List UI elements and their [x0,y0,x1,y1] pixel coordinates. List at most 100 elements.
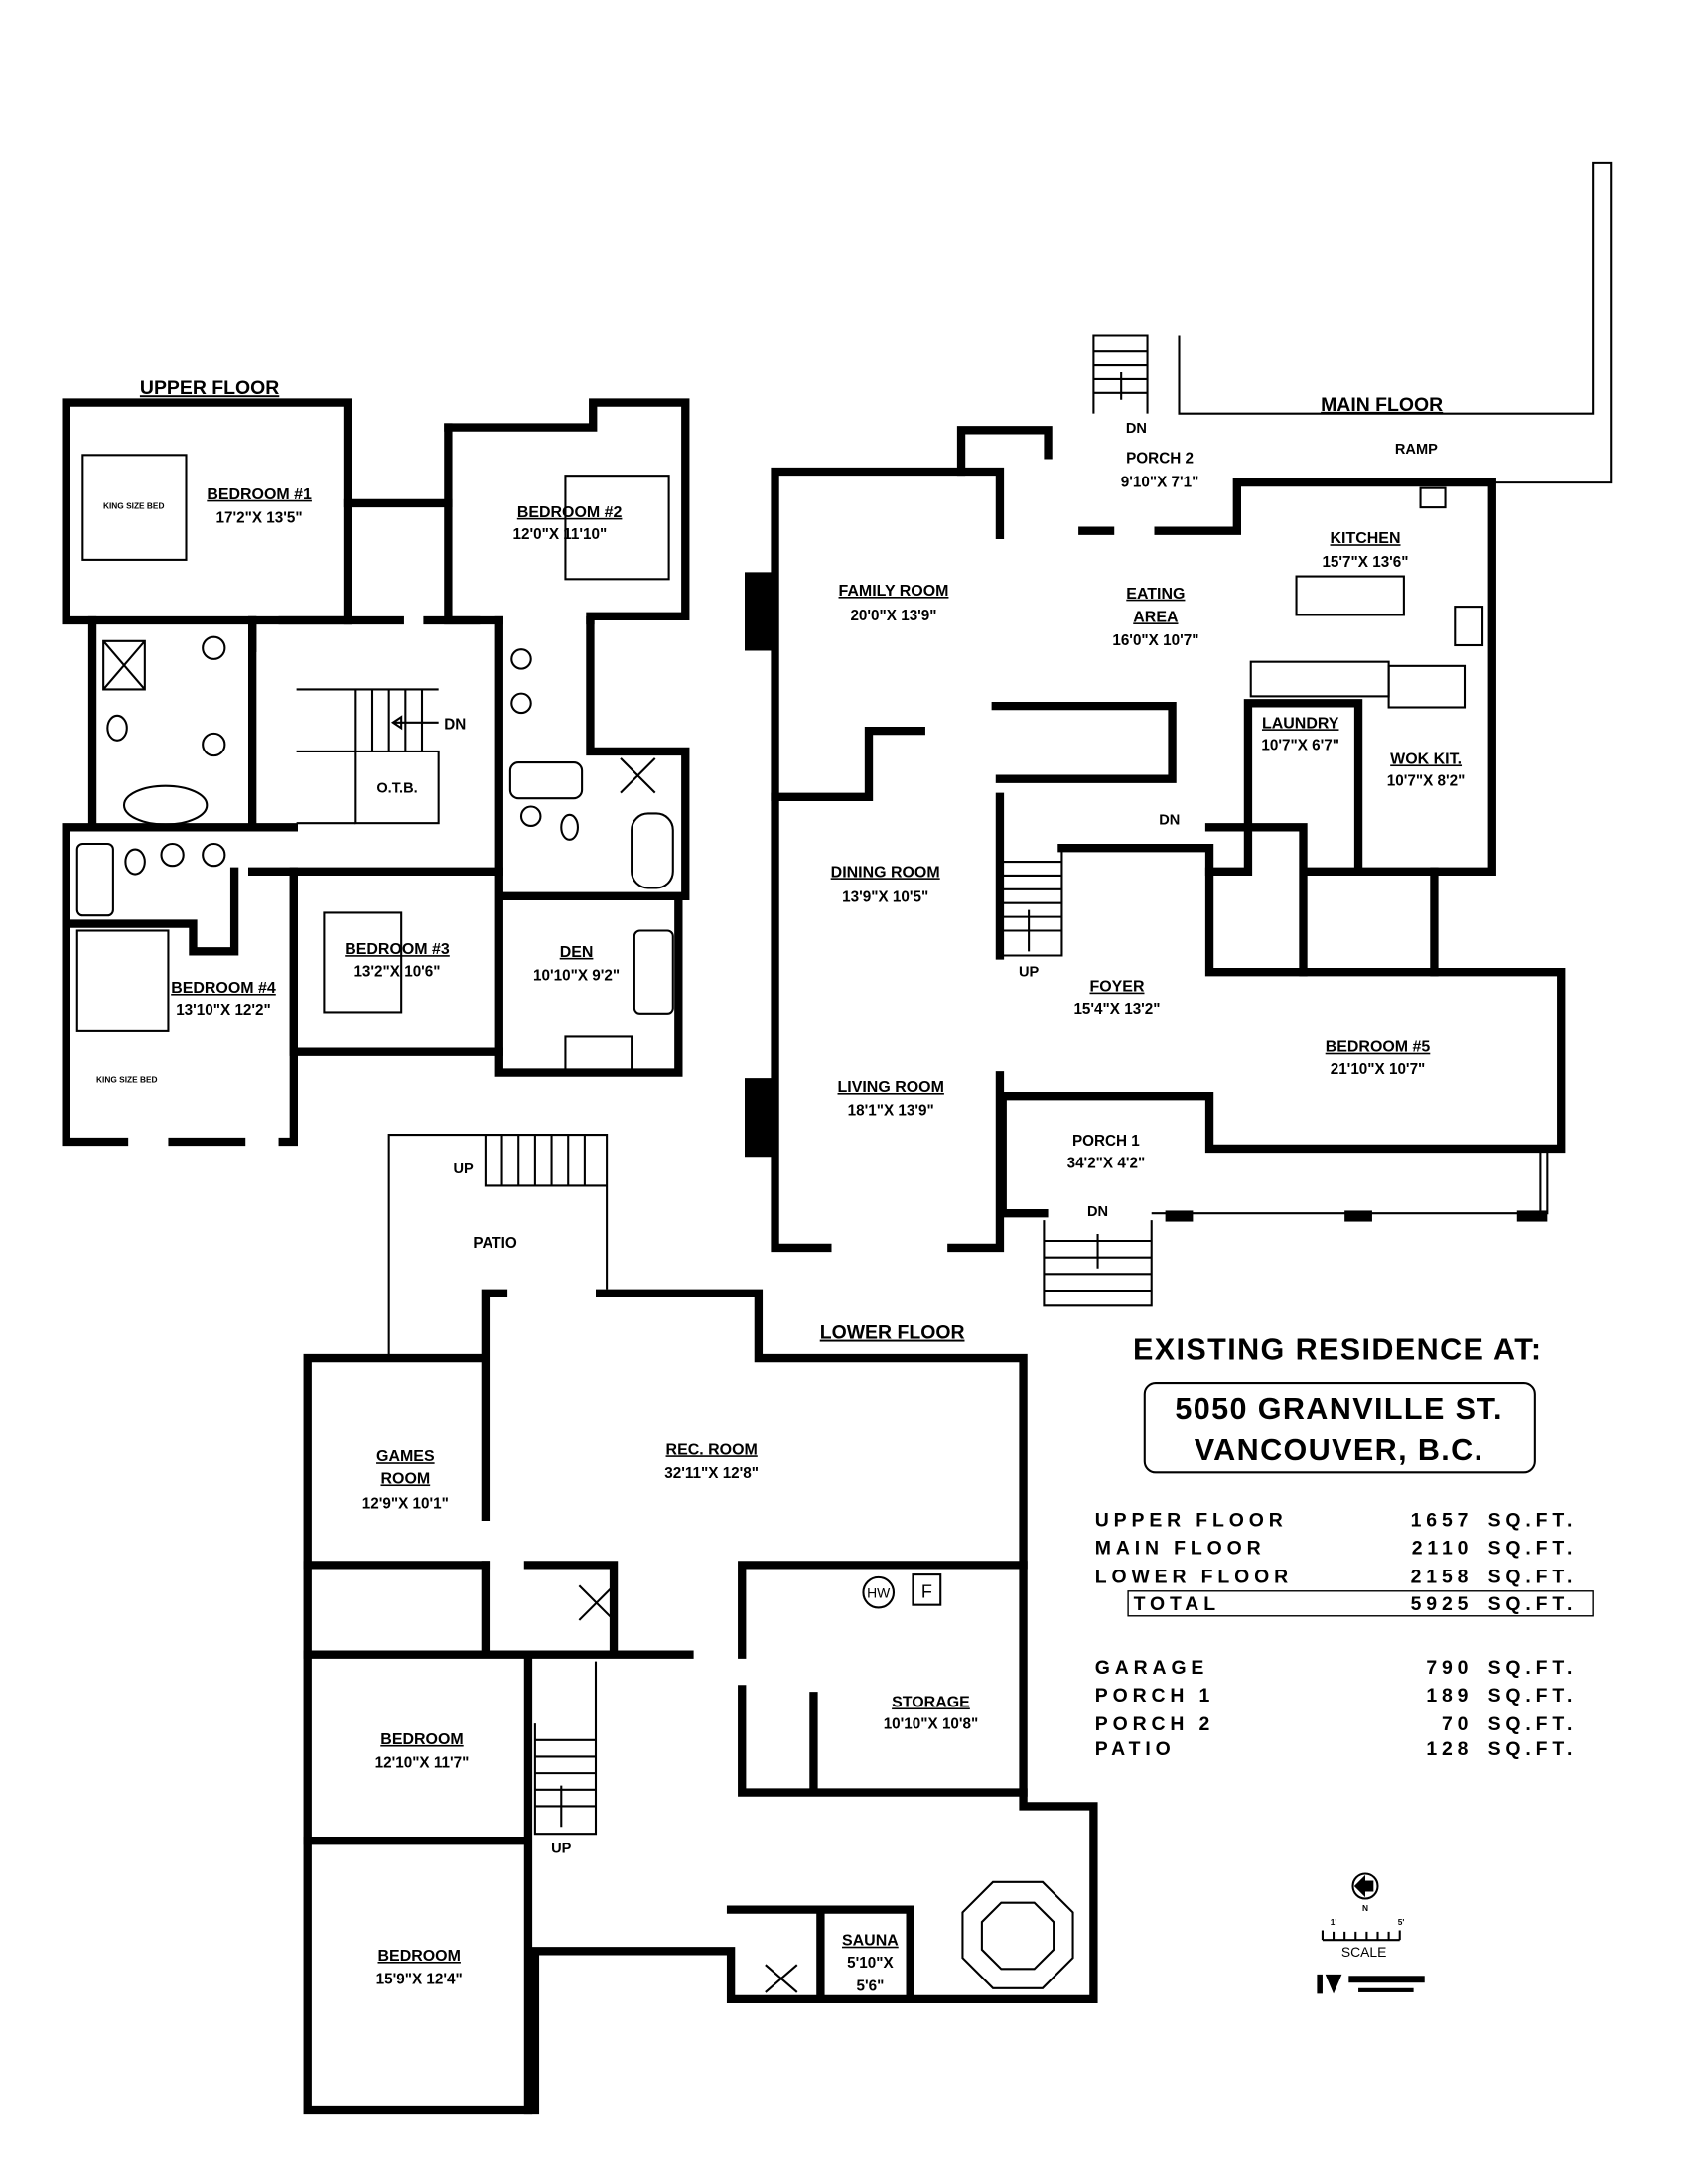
room-name: FOYER [1089,979,1144,996]
bathtub-icon [508,761,584,800]
room-dimensions: 12'9"X 10'1" [362,1495,449,1512]
area-unit: SQ.FT. [1488,1566,1578,1587]
room-dimensions: 13'10"X 12'2" [176,1002,271,1019]
room-name: BEDROOM #5 [1326,1039,1431,1056]
room-dimensions: 10'10"X 10'8" [884,1716,979,1733]
address-line-1: 5050 GRANVILLE ST. [1175,1392,1503,1426]
room-name: BEDROOM #1 [207,486,312,503]
bed-2 [564,475,670,581]
area-label: PATIO [1095,1738,1176,1760]
shower-icon [102,639,656,794]
toilet-icon [106,714,128,742]
sofa [633,929,674,1015]
area-value: 189 [1426,1685,1473,1706]
room-dimensions: 12'0"X 11'10" [513,526,608,543]
room-name: LIVING ROOM [838,1079,944,1096]
room-name: PORCH 2 [1126,451,1194,468]
patio-label: PATIO [473,1235,517,1252]
area-value: 2110 [1412,1537,1474,1559]
room-name: REC. ROOM [666,1441,758,1458]
info-block: EXISTING RESIDENCE AT: 5050 GRANVILLE ST… [1095,1332,1594,1994]
room-name: GAMES [376,1448,435,1465]
scale-start: 1' [1331,1917,1337,1927]
upper-floor-plan: UPPER FLOOR [62,377,690,1147]
main-floor-walls [745,161,1613,1307]
stair-dn-label: DN [1159,813,1180,829]
room-name: DEN [560,944,594,961]
room-dimensions: 10'7"X 6'7" [1261,738,1339,754]
area-table: UPPER FLOOR 1657 SQ.FT. MAIN FLOOR 2110 … [1095,1510,1594,1760]
total-box [1127,1590,1594,1617]
upper-floor-fixtures: DN O.T.B. KING SIZE BED KING SIZE BED [75,454,674,1084]
room-name: PORCH 1 [1072,1133,1140,1150]
upper-floor-room-labels: BEDROOM #1 17'2"X 13'5" BEDROOM #2 12'0"… [171,486,622,1019]
kitchen-island [1295,575,1405,616]
room-dimensions: 20'0"X 13'9" [850,608,936,624]
hot-water-tank-icon [862,1575,896,1609]
stair-up-label: UP [1019,964,1040,980]
room-name: BEDROOM #4 [171,980,276,997]
room-name: AREA [1133,609,1179,625]
room-name: BEDROOM [378,1948,461,1965]
otb-label: O.T.B. [376,781,417,797]
room-dimensions: 5'10"X [847,1955,894,1972]
main-floor-fixtures: UP DN DN DN [998,421,1484,1220]
area-unit: SQ.FT. [1488,1685,1578,1706]
room-name: BEDROOM [380,1731,463,1748]
north-label: N [1362,1903,1368,1913]
hot-tub-icon [961,1880,1074,1989]
area-label: PORCH 2 [1095,1713,1214,1735]
address-box [1143,1382,1536,1474]
area-label: PORCH 1 [1095,1685,1214,1706]
toilet-icon [124,848,146,876]
area-value: 70 [1442,1713,1473,1735]
room-dimensions: 18'1"X 13'9" [848,1103,934,1120]
main-floor-plan: MAIN FLOOR RAMP UP DN DN DN [745,161,1613,1307]
shower-icon [578,1584,798,1993]
room-dimensions: 15'9"X 12'4" [376,1972,463,1988]
room-dimensions: 5'6" [856,1979,884,1995]
area-unit: SQ.FT. [1488,1738,1578,1760]
total-label: TOTAL [1134,1593,1220,1615]
room-dimensions: 13'9"X 10'5" [842,888,928,905]
area-label: LOWER FLOOR [1095,1566,1293,1587]
room-name: DINING ROOM [831,864,940,881]
desk [564,1035,633,1071]
address-line-2: VANCOUVER, B.C. [1195,1433,1484,1467]
lower-floor-walls [303,1134,1098,2115]
area-unit: SQ.FT. [1488,1537,1578,1559]
area-value: 128 [1426,1738,1473,1760]
room-dimensions: 15'4"X 13'2" [1073,1001,1160,1018]
king-bed-label: KING SIZE BED [96,1074,158,1084]
room-name: EATING [1126,586,1185,603]
room-dimensions: 32'11"X 12'8" [664,1465,759,1482]
lower-floor-title: LOWER FLOOR [820,1322,965,1344]
room-dimensions: 12'10"X 11'7" [375,1755,470,1772]
room-name: BEDROOM #3 [345,941,450,958]
room-name: ROOM [380,1470,430,1487]
stair-up-label: UP [551,1842,572,1857]
total-value: 5925 [1411,1593,1474,1615]
total-unit: SQ.FT. [1488,1593,1578,1615]
upper-floor-walls [62,398,690,1147]
wok-island [1387,664,1467,709]
area-value: 790 [1426,1657,1473,1679]
king-bed-4 [75,929,170,1032]
area-unit: SQ.FT. [1488,1510,1578,1532]
stair-dn-label: DN [444,717,466,734]
area-value: 1657 [1411,1510,1474,1532]
area-unit: SQ.FT. [1488,1713,1578,1735]
room-dimensions: 16'0"X 10'7" [1112,632,1198,649]
shower-icon [75,842,114,917]
area-label: MAIN FLOOR [1095,1537,1266,1559]
area-label: GARAGE [1095,1657,1208,1679]
main-floor-room-labels: PORCH 2 9'10"X 7'1" FAMILY ROOM 20'0"X 1… [831,451,1466,1172]
drafter-logo-icon [1317,1974,1425,1994]
sink-icon [1419,486,1447,509]
f-label: F [921,1582,932,1602]
lower-floor-fixtures: HW F UP UP PATIO [454,1161,1074,1993]
scale-label: SCALE [1341,1944,1387,1960]
room-dimensions: 15'7"X 13'6" [1322,554,1408,571]
ramp-label: RAMP [1395,442,1438,458]
room-dimensions: 10'7"X 8'2" [1387,773,1466,790]
